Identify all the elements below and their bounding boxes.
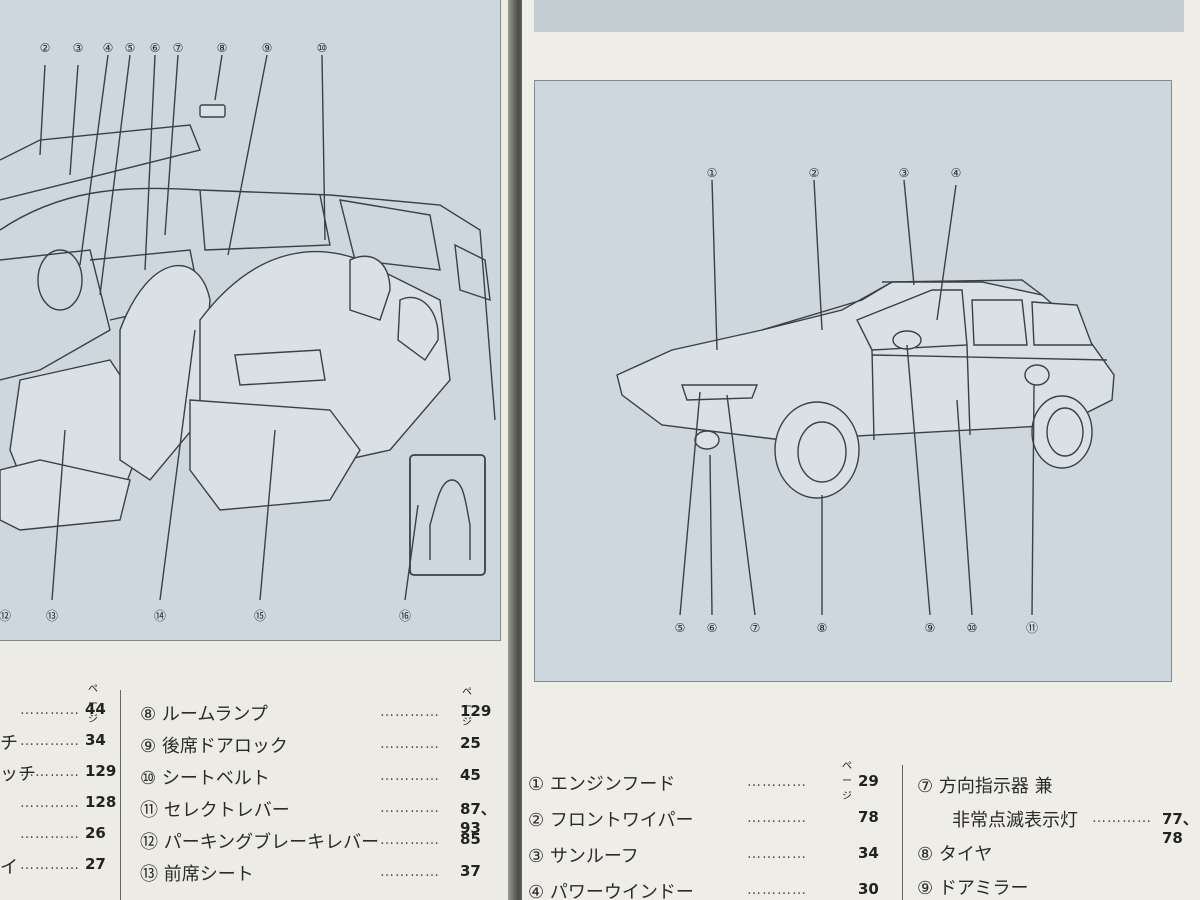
left-col2-row-3-page: 45 <box>460 766 481 784</box>
right-top-callout-1: ① <box>707 166 718 180</box>
left-col2-row-3-leader: ………… <box>380 768 440 784</box>
left-col1-row-1-page: 44 <box>85 700 106 718</box>
left-col1-row-6-leader: ………… <box>20 857 80 873</box>
left-col1-row-5-leader: ………… <box>20 826 80 842</box>
left-col1-row-4-page: 128 <box>85 793 117 811</box>
right-bottom-callout-3: ⑦ <box>750 621 761 635</box>
left-col2-row-1-leader: ………… <box>380 704 440 720</box>
exterior-illustration: ① ② ③ ④ ⑤ ⑥ ⑦ ⑧ ⑨ ⑩ ⑪ <box>616 166 1115 635</box>
column-divider <box>120 690 121 900</box>
right-bottom-callout-6: ⑩ <box>967 621 978 635</box>
right-col1-row-3-leader: ………… <box>747 846 807 862</box>
left-col2-row-2-page: 25 <box>460 734 481 752</box>
left-col1-row-6-page: 27 <box>85 855 106 873</box>
left-col1-row-3-label: ッチ <box>0 764 36 785</box>
right-col1-row-2-page: 78 <box>858 808 879 826</box>
left-col2-row-2-leader: ………… <box>380 736 440 752</box>
right-col2-row-2-page: 77、78 <box>1162 810 1198 847</box>
left-col2-row-3-label: ⑩ シートベルト <box>140 768 270 789</box>
right-top-callout-3: ③ <box>899 166 910 180</box>
header-band <box>534 0 1184 32</box>
left-col2-row-6-label: ⑬ 前席シート <box>140 864 254 885</box>
page-header-label-2: ページ <box>462 687 472 728</box>
left-top-callout-1: ② <box>40 41 51 55</box>
left-col2-row-4-label: ⑪ セレクトレバー <box>140 800 290 821</box>
right-bottom-callout-1: ⑤ <box>675 621 686 635</box>
left-bottom-callout-3: ⑭ <box>154 609 166 623</box>
right-col2-row-4-label: ⑨ ドアミラー <box>917 878 1029 899</box>
left-col2-row-2-label: ⑨ 後席ドアロック <box>140 736 288 757</box>
left-col2-row-6-page: 37 <box>460 862 481 880</box>
right-bottom-callout-2: ⑥ <box>707 621 718 635</box>
right-col1-row-3-label: ③ サンルーフ <box>528 846 639 867</box>
right-col1-row-4-leader: ………… <box>747 882 807 898</box>
left-col2-row-1-page: 129 <box>460 702 492 720</box>
left-col2-row-4-leader: ………… <box>380 800 440 816</box>
left-col1-row-6-label: イ <box>0 857 18 878</box>
left-top-callout-6: ⑦ <box>173 41 184 55</box>
left-col2-row-4-page: 87、93 <box>460 800 496 837</box>
right-col2-row-1-label: ⑦ 方向指示器 兼 <box>917 776 1053 797</box>
left-top-callout-5: ⑥ <box>150 41 161 55</box>
right-col2-row-3-label: ⑧ タイヤ <box>917 844 993 865</box>
right-bottom-callout-5: ⑨ <box>925 621 936 635</box>
right-col1-row-2-label: ② フロントワイパー <box>528 810 694 831</box>
page-header-label: ページ <box>88 684 98 725</box>
right-col1-row-1-label: ① エンジンフード <box>528 774 676 795</box>
right-col1-row-2-leader: ………… <box>747 810 807 826</box>
left-col1-row-3-page: 129 <box>85 762 117 780</box>
left-top-callout-3: ④ <box>103 41 114 55</box>
left-top-callout-9: ⑩ <box>317 41 328 55</box>
right-top-callout-4: ④ <box>951 166 962 180</box>
left-col2-row-5-leader: ………… <box>380 832 440 848</box>
right-top-callout-2: ② <box>809 166 820 180</box>
right-col1-row-3-page: 34 <box>858 844 879 862</box>
left-top-callout-2: ③ <box>73 41 84 55</box>
right-col1-row-4-label: ④ パワーウインドー <box>528 882 694 900</box>
left-top-callout-4: ⑤ <box>125 41 136 55</box>
left-col1-row-2-leader: ………… <box>20 733 80 749</box>
right-col1-row-1-leader: ………… <box>747 774 807 790</box>
left-col2-row-5-label: ⑫ パーキングブレーキレバー <box>140 832 380 853</box>
left-top-callout-8: ⑨ <box>262 41 273 55</box>
left-col2-row-5-page: 85 <box>460 830 481 848</box>
right-col2-row-2-label: 非常点滅表示灯 <box>952 810 1078 831</box>
left-col1-row-5-page: 26 <box>85 824 106 842</box>
right-bottom-callout-7: ⑪ <box>1026 621 1038 635</box>
right-col1-row-4-page: 30 <box>858 880 879 898</box>
column-divider <box>902 765 903 900</box>
left-top-callout-7: ⑧ <box>217 41 228 55</box>
left-bottom-callout-1: ⑫ <box>0 609 11 623</box>
left-col1-row-2-page: 34 <box>85 731 106 749</box>
right-bottom-callout-4: ⑧ <box>817 621 828 635</box>
left-bottom-callout-5: ⑯ <box>399 609 411 623</box>
left-col1-row-3-leader: ………… <box>20 764 80 780</box>
left-col2-row-6-leader: ………… <box>380 864 440 880</box>
right-col2-row-2-leader: ………… <box>1092 810 1152 826</box>
page-header-label: ページ <box>842 761 852 802</box>
left-col1-row-1-leader: ………… <box>20 702 80 718</box>
right-col1-row-1-page: 29 <box>858 772 879 790</box>
left-col1-row-4-leader: ………… <box>20 795 80 811</box>
left-bottom-callout-2: ⑬ <box>46 609 58 623</box>
left-bottom-callout-4: ⑮ <box>254 609 266 623</box>
right-page: ① ② ③ ④ ⑤ ⑥ ⑦ ⑧ ⑨ ⑩ ⑪ ページ ① エンジンフード ………… 29 ② フロントワイ… <box>522 0 1200 900</box>
left-col2-row-1-label: ⑧ ルームランプ <box>140 704 268 725</box>
left-col1-row-2-label: チ <box>0 733 18 754</box>
